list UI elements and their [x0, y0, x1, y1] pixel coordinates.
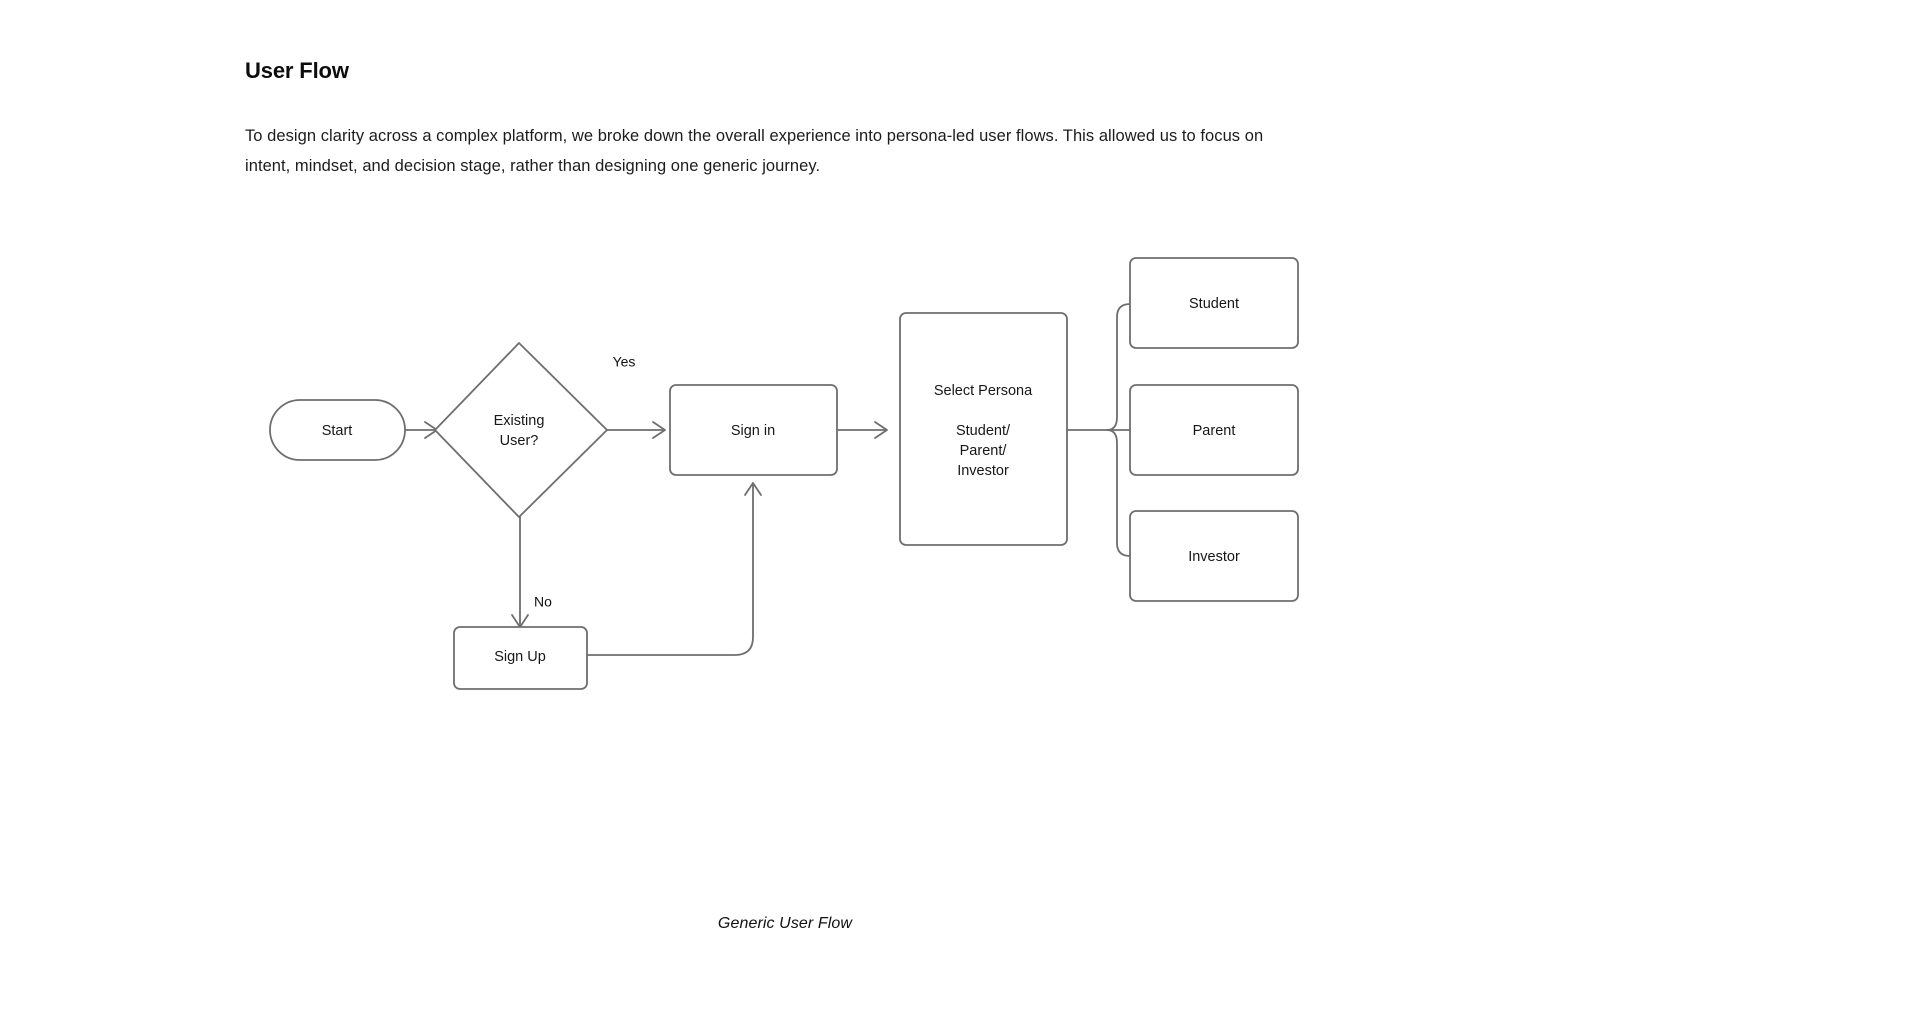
node-decision-label-line2: User? [500, 433, 539, 449]
edge-label-yes: Yes [613, 354, 636, 370]
node-sign-up-label: Sign Up [494, 649, 546, 665]
flowchart-canvas: Yes No [269, 257, 1299, 690]
figure-caption: Generic User Flow [717, 915, 853, 932]
edge-signin-to-persona [836, 421, 888, 439]
node-persona-option-investor: Investor [957, 463, 1009, 479]
intro-paragraph: To design clarity across a complex platf… [245, 127, 1264, 175]
edge-start-to-decision [404, 421, 438, 439]
node-persona-title: Select Persona [934, 383, 1033, 399]
node-decision-label-line1: Existing [494, 413, 545, 429]
node-sign-up[interactable]: Sign Up [453, 626, 588, 690]
node-investor[interactable]: Investor [1129, 510, 1299, 602]
edge-label-no: No [534, 594, 552, 610]
edge-signup-to-signin [586, 482, 762, 656]
node-persona-option-parent: Parent/ [960, 443, 1008, 459]
node-select-persona[interactable]: Select Persona Student/ Parent/ Investor [899, 312, 1068, 546]
edge-decision-to-signup [511, 516, 529, 628]
node-start-label: Start [322, 423, 353, 439]
node-existing-user-decision[interactable]: Existing User? [434, 342, 608, 518]
node-persona-option-student: Student/ [956, 423, 1011, 439]
intro-text-block: User Flow To design clarity across a com… [245, 58, 1305, 181]
node-sign-in-label: Sign in [731, 423, 775, 439]
node-sign-in[interactable]: Sign in [669, 384, 838, 476]
node-parent[interactable]: Parent [1129, 384, 1299, 476]
node-start[interactable]: Start [269, 399, 406, 461]
node-student[interactable]: Student [1129, 257, 1299, 349]
node-investor-label: Investor [1188, 549, 1240, 565]
page-title: User Flow [245, 58, 349, 83]
node-student-label: Student [1189, 296, 1239, 312]
edge-decision-to-signin [606, 421, 666, 439]
user-flow-diagram: Yes No [245, 245, 1395, 785]
node-parent-label: Parent [1193, 423, 1236, 439]
